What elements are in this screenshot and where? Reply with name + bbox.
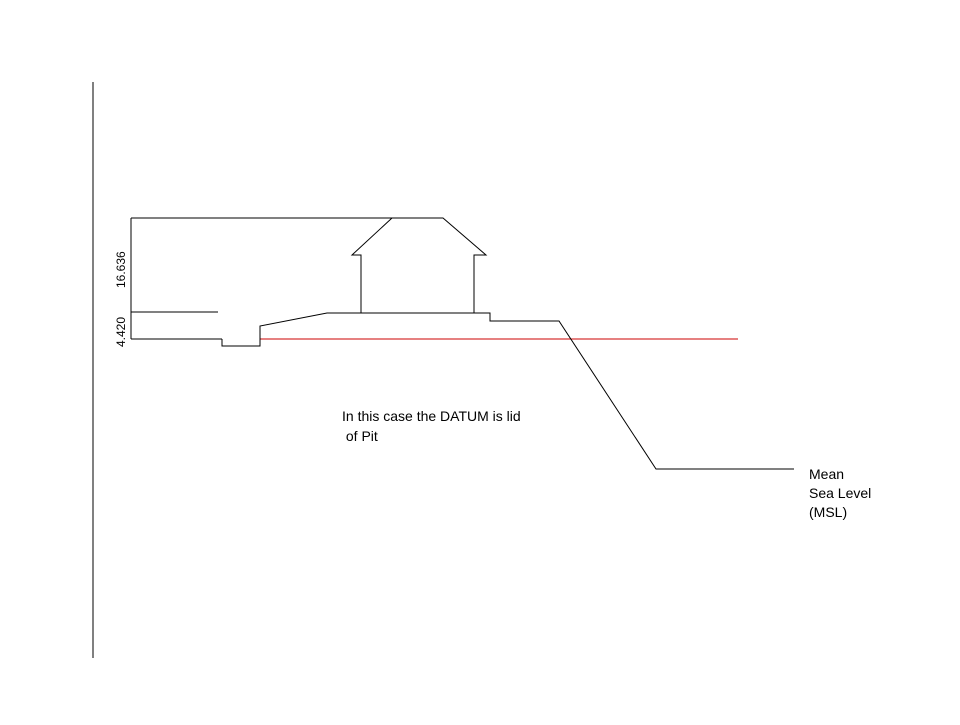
dimension-label-upper: 16.636 <box>114 251 128 288</box>
datum-note-line-1: In this case the DATUM is lid <box>342 408 521 424</box>
msl-label-line-2: Sea Level <box>809 485 871 501</box>
house-outline <box>350 217 488 313</box>
msl-label-line-3: (MSL) <box>809 504 847 520</box>
pit-outline <box>221 339 261 347</box>
datum-note-line-2: of Pit <box>342 428 378 444</box>
dimension-label-lower: 4.420 <box>114 317 128 347</box>
ground-profile <box>259 312 794 470</box>
msl-label-line-1: Mean <box>809 466 844 482</box>
